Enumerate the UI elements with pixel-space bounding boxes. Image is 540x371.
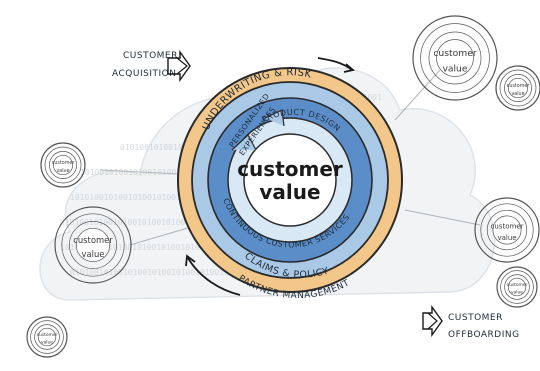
satellite-ring bbox=[61, 213, 125, 277]
offboarding-chevron-icon bbox=[427, 312, 438, 330]
satellite-ring bbox=[26, 316, 68, 358]
satellite-ring bbox=[44, 146, 82, 184]
satellite-ring bbox=[428, 31, 482, 85]
satellite-ring bbox=[504, 74, 532, 102]
offboarding-block: CUSTOMER OFFBOARDING bbox=[422, 304, 520, 340]
satellite-label: customer bbox=[73, 235, 113, 245]
satellite-label: value bbox=[511, 91, 524, 97]
satellite-label: customer bbox=[491, 222, 524, 230]
satellite-diagram: customer value bbox=[474, 197, 540, 263]
top-arrow-head bbox=[343, 63, 355, 73]
satellite-label: customer bbox=[507, 282, 528, 288]
satellite-label: value bbox=[511, 289, 523, 295]
satellite-ring bbox=[30, 320, 64, 354]
satellite-ring bbox=[54, 206, 132, 284]
center-circle bbox=[243, 133, 337, 227]
acquisition-block: CUSTOMER ACQUISITION bbox=[112, 49, 191, 83]
satellite-ring bbox=[495, 65, 540, 111]
segment-arrow bbox=[264, 109, 285, 127]
satellite-ring bbox=[420, 23, 490, 93]
acquisition-arrow-icon bbox=[167, 49, 191, 83]
satellite-ring bbox=[507, 77, 529, 99]
acquisition-chevron-icon bbox=[176, 57, 188, 75]
satellite-ring bbox=[436, 39, 474, 77]
satellite-diagram: customer value bbox=[495, 65, 540, 111]
satellite-ring bbox=[37, 327, 57, 347]
satellite-ring bbox=[49, 151, 77, 179]
acquisition-label-2: ACQUISITION bbox=[112, 69, 176, 79]
svg-text:010100101001010010100101001010: 0101001010010100101001010010100101001010… bbox=[60, 218, 287, 227]
satellite-label: customer bbox=[52, 160, 75, 166]
satellite-ring bbox=[52, 154, 74, 176]
satellite-ring bbox=[34, 324, 60, 350]
center-title: customer value bbox=[237, 157, 343, 204]
satellite-label: customer bbox=[507, 83, 530, 89]
satellite-ring bbox=[474, 197, 540, 263]
satellite-label: customer bbox=[37, 332, 58, 338]
center-title-line1: customer bbox=[237, 157, 343, 181]
acquisition-label-1: CUSTOMER bbox=[123, 51, 178, 61]
satellite-label: value bbox=[41, 339, 53, 345]
satellite-diagram: customer value bbox=[54, 206, 132, 284]
satellite-ring bbox=[486, 209, 528, 251]
satellite-label: value bbox=[497, 234, 516, 242]
satellite-label: value bbox=[56, 168, 69, 174]
bottom-flow-arrow bbox=[187, 257, 241, 296]
satellite-ring bbox=[412, 15, 498, 101]
satellite-ring bbox=[69, 221, 117, 269]
offboarding-label-2: OFFBOARDING bbox=[448, 330, 520, 340]
satellite-ring bbox=[75, 227, 111, 263]
satellite-diagram: customer value bbox=[40, 142, 86, 188]
satellite-ring bbox=[507, 277, 527, 297]
svg-text:101001010010100101001010010100: 1010010100101001010010100101001010010100… bbox=[60, 243, 287, 252]
svg-text:010100101001010010100101001010: 0101001010010100101001010010100101001010… bbox=[70, 268, 292, 277]
satellite-label: value bbox=[82, 249, 105, 259]
satellite-ring bbox=[499, 69, 537, 107]
offboarding-label-1: CUSTOMER bbox=[448, 313, 503, 323]
flow-arrows bbox=[185, 57, 355, 296]
satellite-ring bbox=[500, 270, 534, 304]
offboarding-arrow-icon bbox=[422, 304, 443, 338]
center-title-line2: value bbox=[259, 180, 320, 204]
satellite-ring bbox=[496, 266, 538, 308]
segment-arrow bbox=[231, 134, 257, 151]
satellite-ring bbox=[40, 142, 86, 188]
satellite-label: customer bbox=[433, 48, 476, 59]
satellite-diagrams: customervaluecustomervaluecustomervaluec… bbox=[26, 15, 540, 358]
top-flow-arrow bbox=[317, 57, 353, 71]
satellite-diagram: customer value bbox=[412, 15, 498, 101]
satellite-label: value bbox=[442, 63, 467, 74]
bottom-arrow-head bbox=[185, 254, 196, 267]
satellite-ring bbox=[480, 203, 534, 257]
satellite-ring bbox=[492, 215, 522, 245]
satellite-ring bbox=[504, 274, 530, 300]
main-ring-diagram bbox=[177, 67, 403, 293]
